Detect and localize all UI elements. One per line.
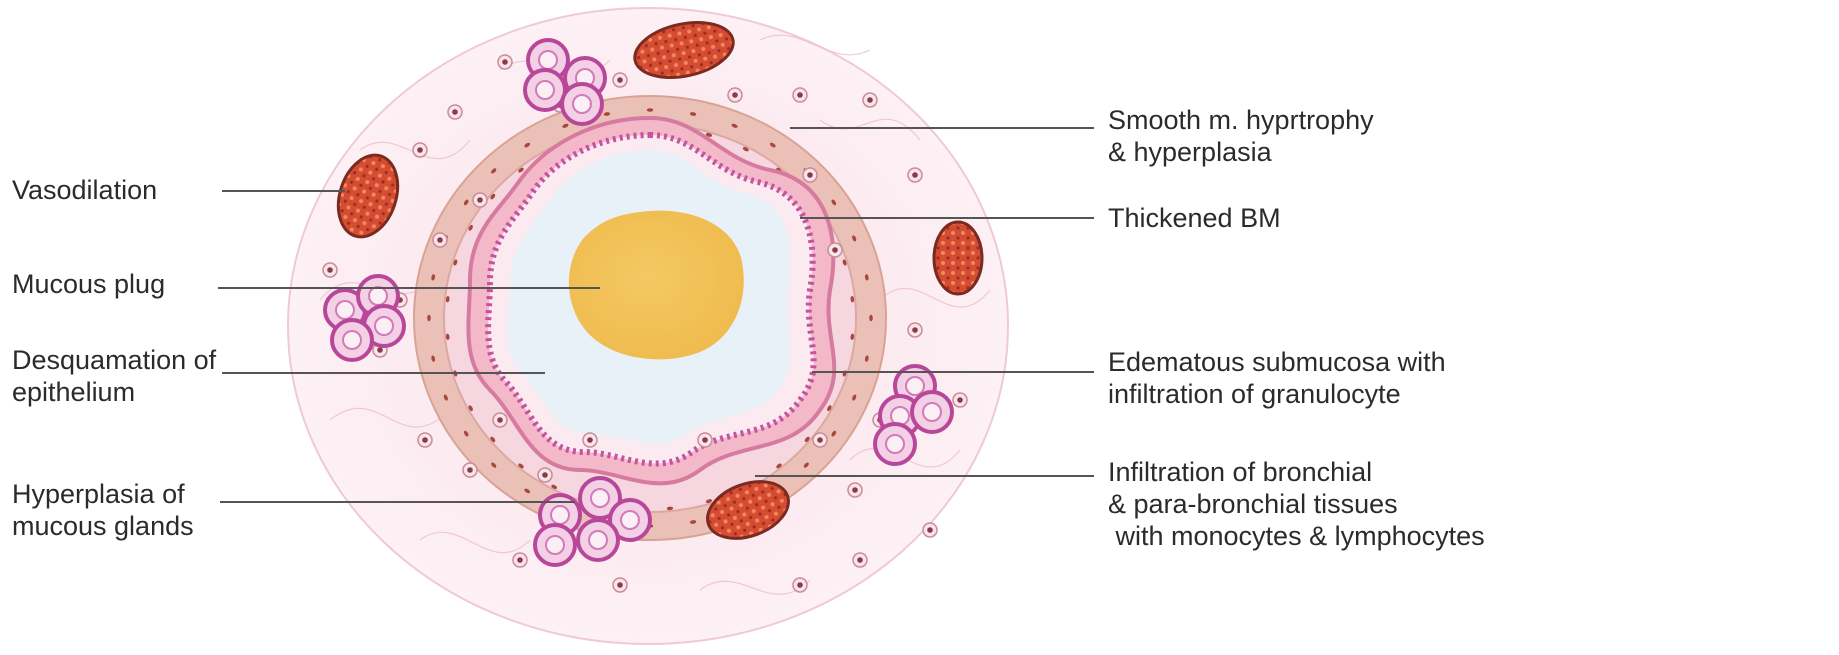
inflammatory-cell xyxy=(908,323,922,337)
inflammatory-cell xyxy=(813,433,827,447)
mucous-plug xyxy=(569,211,744,360)
inflammatory-cell xyxy=(463,463,477,477)
mucous-gland-acinus xyxy=(525,70,565,110)
label-infiltration: Infiltration of bronchial & para-bronchi… xyxy=(1108,456,1485,552)
inflammatory-cell xyxy=(923,523,937,537)
label-thickened-bm: Thickened BM xyxy=(1108,202,1281,234)
label-desquamation: Desquamation of epithelium xyxy=(12,344,216,408)
mucous-gland-acinus xyxy=(912,392,952,432)
inflammatory-cell xyxy=(418,433,432,447)
inflammatory-cell xyxy=(908,168,922,182)
inflammatory-cell xyxy=(473,193,487,207)
inflammatory-cell xyxy=(538,468,552,482)
inflammatory-cell xyxy=(793,88,807,102)
vessel-right xyxy=(934,222,982,294)
mucous-gland-acinus xyxy=(875,424,915,464)
inflammatory-cell xyxy=(433,233,447,247)
muscle-nucleus xyxy=(647,108,653,112)
inflammatory-cell xyxy=(613,73,627,87)
mucous-gland-acinus xyxy=(578,520,618,560)
inflammatory-cell xyxy=(413,143,427,157)
inflammatory-cell xyxy=(613,578,627,592)
muscle-nucleus xyxy=(427,315,431,321)
label-smooth-muscle: Smooth m. hyprtrophy & hyperplasia xyxy=(1108,104,1374,168)
mucous-gland-acinus xyxy=(535,525,575,565)
inflammatory-cell xyxy=(728,88,742,102)
muscle-nucleus xyxy=(869,315,873,321)
inflammatory-cell xyxy=(863,93,877,107)
inflammatory-cell xyxy=(698,433,712,447)
label-vasodilation: Vasodilation xyxy=(12,174,157,206)
inflammatory-cell xyxy=(828,243,842,257)
inflammatory-cell xyxy=(498,55,512,69)
mucous-gland-acinus xyxy=(332,320,372,360)
mucous-gland-acinus xyxy=(562,84,602,124)
inflammatory-cell xyxy=(853,553,867,567)
label-hyperplasia-glands: Hyperplasia of mucous glands xyxy=(12,478,194,542)
inflammatory-cell xyxy=(953,393,967,407)
inflammatory-cell xyxy=(493,413,507,427)
label-mucous-plug: Mucous plug xyxy=(12,268,165,300)
inflammatory-cell xyxy=(323,263,337,277)
inflammatory-cell xyxy=(583,433,597,447)
label-edematous: Edematous submucosa with infiltration of… xyxy=(1108,346,1446,410)
inflammatory-cell xyxy=(803,168,817,182)
inflammatory-cell xyxy=(513,553,527,567)
inflammatory-cell xyxy=(848,483,862,497)
inflammatory-cell xyxy=(448,105,462,119)
inflammatory-cell xyxy=(793,578,807,592)
